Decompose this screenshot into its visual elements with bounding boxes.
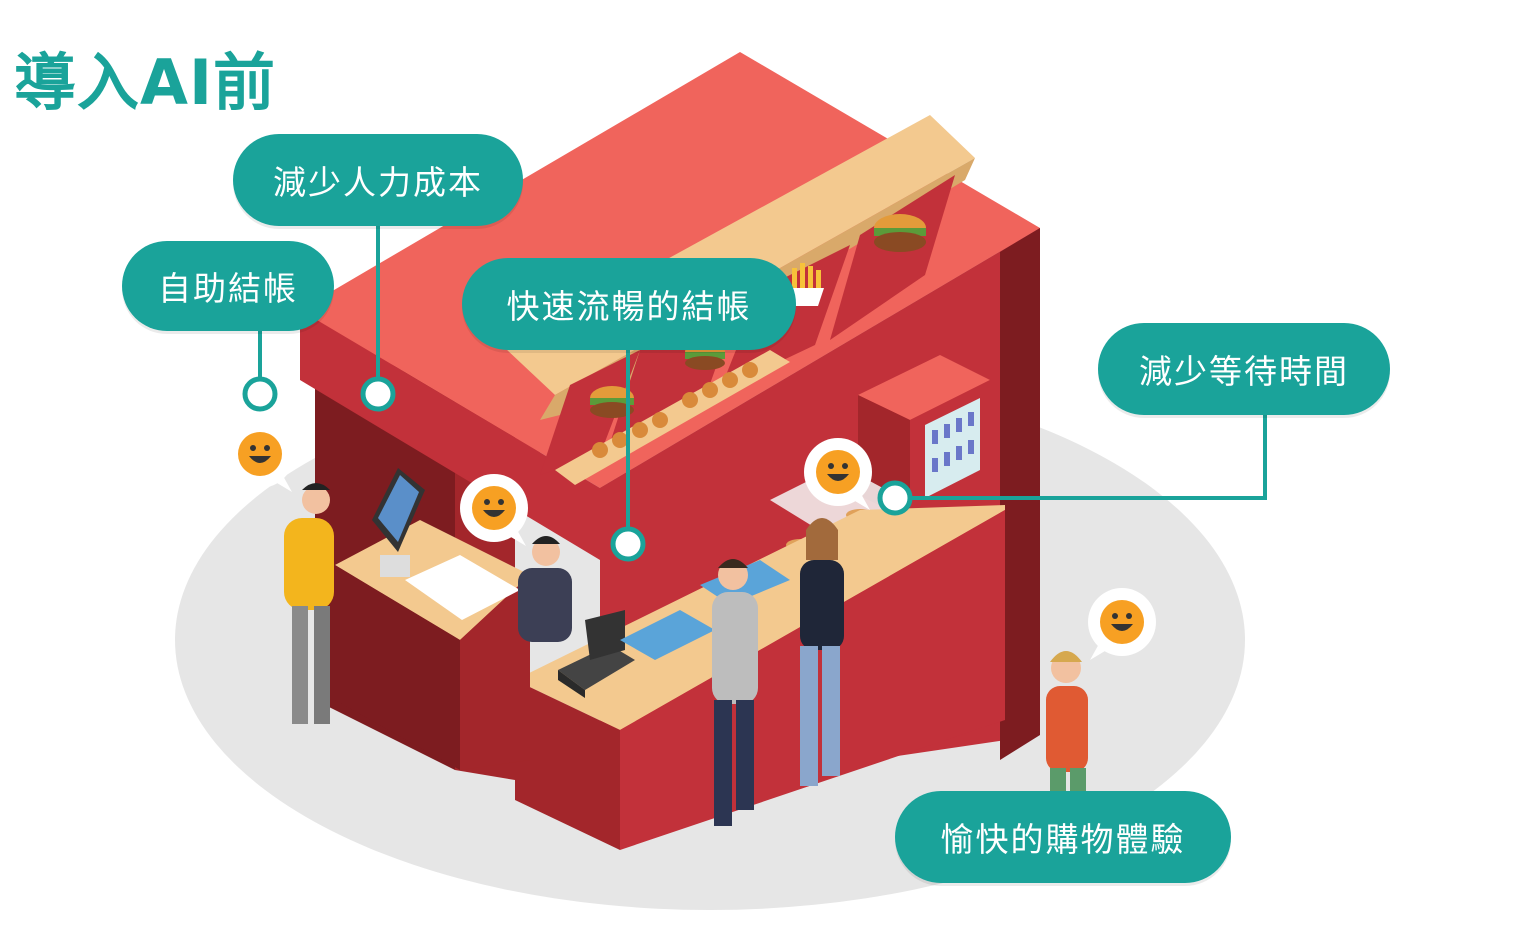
callout-reduce-wait-time: 減少等待時間 [1098,323,1390,415]
callout-label: 減少人力成本 [273,163,483,202]
callout-anchor-dots [242,376,913,562]
callout-label: 愉快的購物體驗 [940,820,1186,859]
burger-icon [874,214,926,252]
callout-pleasant-shopping: 愉快的購物體驗 [895,791,1231,883]
callout-self-checkout: 自助結帳 [122,241,334,331]
callout-label: 快速流暢的結帳 [506,287,752,326]
callout-label: 自助結帳 [158,269,298,308]
fries-icon [790,263,824,306]
cashier [518,536,572,642]
smile-icon [226,420,294,492]
customer-at-kiosk [284,483,334,724]
smile-icon [460,474,528,546]
smile-icon [1088,588,1156,660]
customer-man [712,559,758,826]
cash-register-icon [558,610,635,698]
callout-smooth-checkout: 快速流暢的結帳 [462,258,796,350]
smile-icon [804,438,872,510]
page-title: 導入AI前 [14,46,277,119]
kiosk-counter [335,520,530,770]
callout-reduce-labor-cost: 減少人力成本 [233,134,523,226]
burger-icon [590,386,634,418]
food-display-shelf [555,350,790,485]
self-order-kiosk-icon [372,468,425,577]
customer-woman [800,518,844,786]
callout-label: 減少等待時間 [1139,352,1349,391]
callout-connectors [258,226,1267,528]
